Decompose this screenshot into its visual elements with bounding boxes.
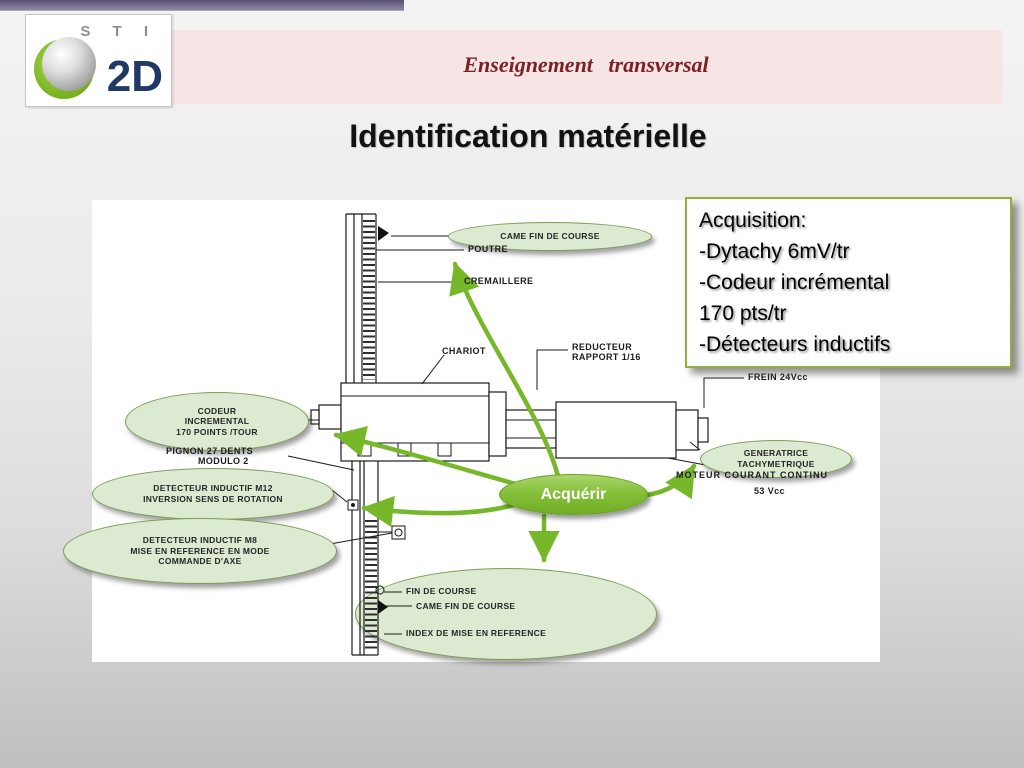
callout-detecteur-m8: DETECTEUR INDUCTIF M8 MISE EN REFERENCE … xyxy=(63,518,337,584)
callout-came-fin-de-course-haut: CAME FIN DE COURSE xyxy=(448,222,652,251)
acquisition-box: Acquisition: -Dytachy 6mV/tr -Codeur inc… xyxy=(685,197,1012,368)
label-moteur-tension: 53 Vcc xyxy=(754,486,785,496)
banner-title: Enseignement transversal xyxy=(463,52,709,77)
beam-upper xyxy=(345,213,377,383)
leader-lines xyxy=(287,235,744,635)
callout-detecteur-m12: DETECTEUR INDUCTIF M12 INVERSION SENS DE… xyxy=(92,468,334,520)
logo-sphere-icon xyxy=(42,37,96,91)
sti2d-logo: S T I 2D xyxy=(25,14,172,107)
acquisition-title: Acquisition: xyxy=(699,209,807,232)
top-purple-bar xyxy=(0,0,404,11)
acquisition-item: -Codeur incrémental xyxy=(699,271,890,294)
logo-2d-text: 2D xyxy=(106,52,163,101)
label-moteur: MOTEUR COURANT CONTINU xyxy=(676,470,828,480)
label-reducteur-rapport: RAPPORT 1/16 xyxy=(572,352,641,362)
page-title: Identification matérielle xyxy=(349,118,707,154)
logo-sti-text: S T I xyxy=(80,23,157,40)
sensors xyxy=(347,499,406,540)
callout-generatrice-tachymetrique: GENERATRICE TACHYMETRIQUE xyxy=(700,440,852,478)
acquerir-button: Acquérir xyxy=(499,474,648,515)
label-poutre: POUTRE xyxy=(468,244,508,254)
label-pignon-modulo: MODULO 2 xyxy=(198,456,249,466)
callout-fin-de-course: FIN DE COURSE CAME FIN DE COURSE INDEX D… xyxy=(355,568,657,660)
header-banner: Enseignement transversal xyxy=(170,30,1002,104)
label-cremaillere: CREMAILLERE xyxy=(464,276,534,286)
acquisition-item: -Dytachy 6mV/tr xyxy=(699,240,850,263)
machine-drawing xyxy=(287,213,744,656)
label-chariot: CHARIOT xyxy=(442,346,486,356)
label-pignon: PIGNON 27 DENTS xyxy=(166,446,254,456)
cam-top xyxy=(378,226,389,241)
acquisition-item: 170 pts/tr xyxy=(699,302,787,325)
beam-lower xyxy=(351,461,379,656)
label-frein: FREIN 24Vcc xyxy=(748,372,808,382)
acquisition-item: -Détecteurs inductifs xyxy=(699,333,891,356)
callout-codeur-incremental: CODEUR INCREMENTAL 170 POINTS /TOUR xyxy=(125,392,309,451)
cam-bottom xyxy=(378,600,388,614)
label-reducteur: REDUCTEUR xyxy=(572,342,633,352)
